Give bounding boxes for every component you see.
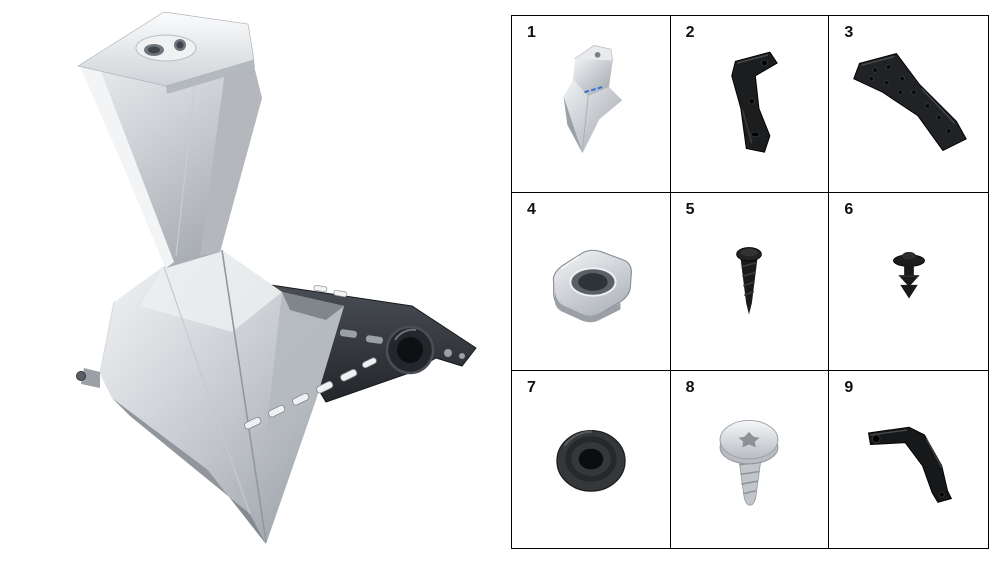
part-number: 8 (685, 378, 695, 396)
trim-panel-icon (563, 45, 623, 154)
panel-upper-column (80, 58, 262, 268)
panel-top-cap (77, 11, 255, 94)
blue-marks (584, 86, 603, 94)
corner-bracket-icon (731, 51, 779, 153)
rubber-grommet-icon (556, 430, 626, 493)
parts-grid: 1 2 (511, 15, 989, 549)
parts-grid-cell-1: 1 (512, 16, 671, 194)
parts-grid-cell-7: 7 (512, 370, 671, 548)
upper-slots (313, 284, 348, 298)
tapping-screw-icon (736, 247, 763, 315)
clip-nut-icon (552, 250, 632, 323)
part-number: 1 (527, 24, 536, 41)
part-number: 4 (527, 201, 536, 219)
parts-grid-cell-3: 3 (829, 16, 988, 194)
parts-grid-cell-8: 8 (671, 370, 830, 548)
parts-grid-cell-4: 4 (512, 193, 671, 371)
part-number: 2 (685, 24, 695, 41)
bracket-holes (868, 64, 952, 134)
part-number: 6 (844, 201, 854, 219)
parts-grid-cell-9: 9 (829, 371, 988, 548)
part-number: 9 (844, 378, 854, 396)
parts-grid-cell-6: 6 (829, 193, 988, 371)
push-rivet-icon (892, 252, 925, 299)
angle-bracket-icon (867, 427, 952, 504)
panel-lower-body (99, 249, 377, 544)
left-mount-tab (76, 368, 100, 388)
perforated-bracket-icon (852, 53, 967, 152)
fairing-panel-illustration (76, 11, 477, 544)
edge-slots (244, 357, 377, 430)
part-number: 7 (527, 378, 536, 396)
parts-grid-cell-5: 5 (670, 193, 830, 371)
flange-screw-icon (720, 420, 779, 506)
part-number: 5 (685, 201, 695, 219)
part-number: 3 (844, 24, 854, 41)
parts-grid-cell-2: 2 (670, 16, 830, 194)
main-part-view (14, 4, 500, 560)
